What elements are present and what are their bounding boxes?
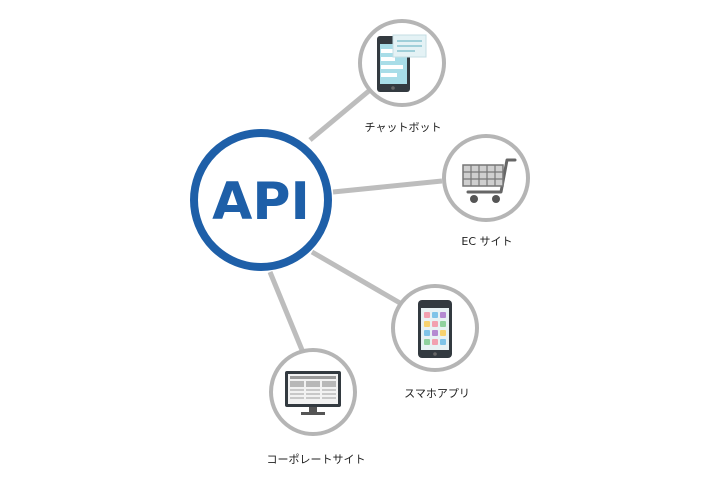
label-corporate: コーポレートサイト bbox=[266, 453, 366, 466]
connector-ec bbox=[332, 178, 443, 195]
api-label: API bbox=[212, 172, 310, 232]
desktop-monitor-icon bbox=[285, 371, 341, 415]
api-node: API bbox=[190, 129, 332, 271]
smartphone-apps-icon bbox=[418, 300, 452, 358]
chatbot-phone-icon bbox=[377, 34, 427, 92]
label-ec: EC サイト bbox=[461, 235, 513, 248]
connector-corporate bbox=[267, 271, 305, 351]
node-ec bbox=[442, 134, 530, 222]
node-chatbot bbox=[358, 19, 446, 107]
shopping-cart-icon bbox=[462, 158, 517, 203]
connectors bbox=[267, 88, 443, 351]
node-app bbox=[391, 284, 479, 372]
label-app: スマホアプリ bbox=[404, 387, 470, 400]
node-corporate bbox=[269, 348, 357, 436]
label-chatbot: チャットボット bbox=[364, 121, 442, 134]
connector-chatbot bbox=[308, 88, 372, 142]
connector-app bbox=[310, 249, 402, 306]
